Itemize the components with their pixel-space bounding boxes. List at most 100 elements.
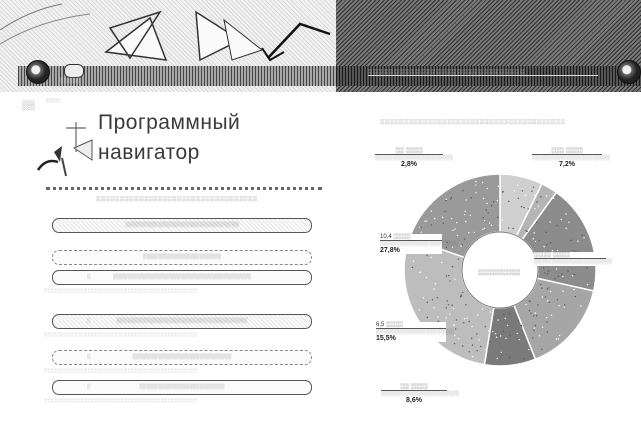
texture-dot — [514, 190, 515, 191]
texture-dot — [477, 314, 478, 315]
texture-dot — [432, 299, 433, 300]
program-button-3[interactable]: ░ ░░░░░░░░░░░░░░░░░░░░░░░░░░░░░░░░░░░░░░… — [52, 270, 312, 285]
texture-dot — [561, 219, 562, 220]
texture-dot — [472, 356, 473, 357]
texture-dot — [509, 357, 510, 358]
navigator-logo-icon — [36, 118, 96, 178]
texture-dot — [431, 224, 432, 225]
texture-dot — [548, 270, 549, 271]
program-button-2[interactable]: ░░░░░░░░░░░░░░░░░░░░░░ — [52, 250, 312, 265]
texture-dot — [538, 205, 539, 206]
texture-dot — [468, 321, 469, 322]
texture-dot — [497, 217, 498, 218]
texture-dot — [509, 335, 510, 336]
texture-dot — [533, 187, 534, 188]
program-button-number: ░ — [87, 381, 91, 394]
texture-dot — [542, 327, 543, 328]
texture-dot — [446, 199, 447, 200]
texture-dot — [449, 313, 450, 314]
texture-dot — [523, 207, 524, 208]
texture-dot — [573, 289, 574, 290]
texture-dot — [528, 349, 529, 350]
program-button-4[interactable]: ░ ░░░░░░░░░░░░░░░░░░░░░░░░░░░░░░░░░░░░░ — [52, 314, 312, 329]
texture-dot — [453, 324, 454, 325]
banner-caption[interactable]: ░░░░░░░░░░░░░░░░░░░░░░░░░░░░░░ — [368, 69, 598, 76]
texture-dot — [489, 341, 490, 342]
nav-back-button[interactable] — [26, 60, 50, 84]
texture-dot — [540, 196, 541, 197]
texture-dot — [451, 304, 452, 305]
texture-dot — [486, 209, 487, 210]
texture-dot — [546, 317, 547, 318]
texture-dot — [518, 198, 519, 199]
texture-dot — [508, 201, 509, 202]
nav-home-button[interactable] — [64, 64, 84, 78]
texture-dot — [466, 317, 467, 318]
texture-dot — [470, 215, 471, 216]
nav-forward-button[interactable] — [617, 60, 641, 84]
texture-dot — [426, 220, 427, 221]
texture-dot — [482, 229, 483, 230]
texture-dot — [581, 234, 582, 235]
texture-dot — [491, 317, 492, 318]
texture-dot — [446, 300, 447, 301]
program-button-5[interactable]: ░ ░░░░░░░░░░░░░░░░░░░░░░░░░░░░ — [52, 350, 312, 365]
texture-dot — [543, 246, 544, 247]
callout-percent: 27,8% — [380, 248, 442, 254]
texture-dot — [427, 302, 428, 303]
texture-dot — [446, 275, 447, 276]
texture-dot — [495, 333, 496, 334]
texture-dot — [487, 188, 488, 189]
texture-dot — [420, 227, 421, 228]
program-button-label: ░░░░░░░░░░░░░░░░░░░░░░ — [143, 254, 221, 260]
texture-dot — [472, 344, 473, 345]
texture-dot — [420, 271, 421, 272]
texture-dot — [536, 315, 537, 316]
callout-amount: ░░░ ░░░░ — [532, 148, 602, 155]
texture-dot — [502, 219, 503, 220]
texture-dot — [559, 335, 560, 336]
texture-dot — [551, 315, 552, 316]
callout-slice-4: 6,5 ░░░░ ░░░░░░░░░░░░░░░░░░░░░░ 15,5% — [376, 322, 446, 342]
program-button-6[interactable]: ░ ░░░░░░░░░░░░░░░░░░░░░░░░ — [52, 380, 312, 395]
texture-dot — [455, 328, 456, 329]
texture-dot — [462, 190, 463, 191]
texture-dot — [491, 205, 492, 206]
texture-dot — [535, 325, 536, 326]
texture-dot — [451, 197, 452, 198]
texture-dot — [533, 315, 534, 316]
texture-dot — [496, 337, 497, 338]
program-button-label: ░░░░░░░░░░░░░░░░░░░░░░░░░░░░░░░░░░░░░ — [116, 318, 247, 324]
texture-dot — [501, 352, 502, 353]
texture-dot — [575, 296, 576, 297]
texture-dot — [534, 195, 535, 196]
program-button-1[interactable]: ░░░░░░░░░░░░░░░░░░░░░░░░░░░░░░░░ — [52, 218, 312, 233]
texture-dot — [543, 267, 544, 268]
top-banner: ░░░░░ ░░░░░░░░░░░░░░░░░░░░░░░░░░░░░░ — [0, 0, 641, 92]
texture-dot — [505, 318, 506, 319]
texture-dot — [413, 261, 414, 262]
callout-amount: 6,5 ░░░░ — [376, 322, 446, 329]
texture-dot — [523, 358, 524, 359]
texture-dot — [530, 313, 531, 314]
texture-dot — [464, 318, 465, 319]
chart-title: ░░░░░░░░░░░░░░░░░░░░░░░░░░░░░░░░░░░░░░░ — [380, 119, 610, 125]
texture-dot — [512, 228, 513, 229]
texture-dot — [549, 302, 550, 303]
texture-dot — [482, 182, 483, 183]
texture-dot — [570, 240, 571, 241]
callout-description: ░░░░░░░░░░░░░░░░░░░░░░ — [534, 259, 606, 265]
banner-curve-shape — [0, 4, 62, 30]
texture-dot — [558, 305, 559, 306]
texture-dot — [456, 319, 457, 320]
texture-dot — [567, 270, 568, 271]
texture-dot — [540, 284, 541, 285]
texture-dot — [483, 198, 484, 199]
callout-percent: 2,8% — [375, 162, 443, 168]
texture-dot — [535, 312, 536, 313]
texture-dot — [453, 308, 454, 309]
texture-dot — [525, 195, 526, 196]
texture-dot — [430, 257, 431, 258]
callout-percent: 15,5% — [376, 336, 446, 342]
texture-dot — [484, 228, 485, 229]
